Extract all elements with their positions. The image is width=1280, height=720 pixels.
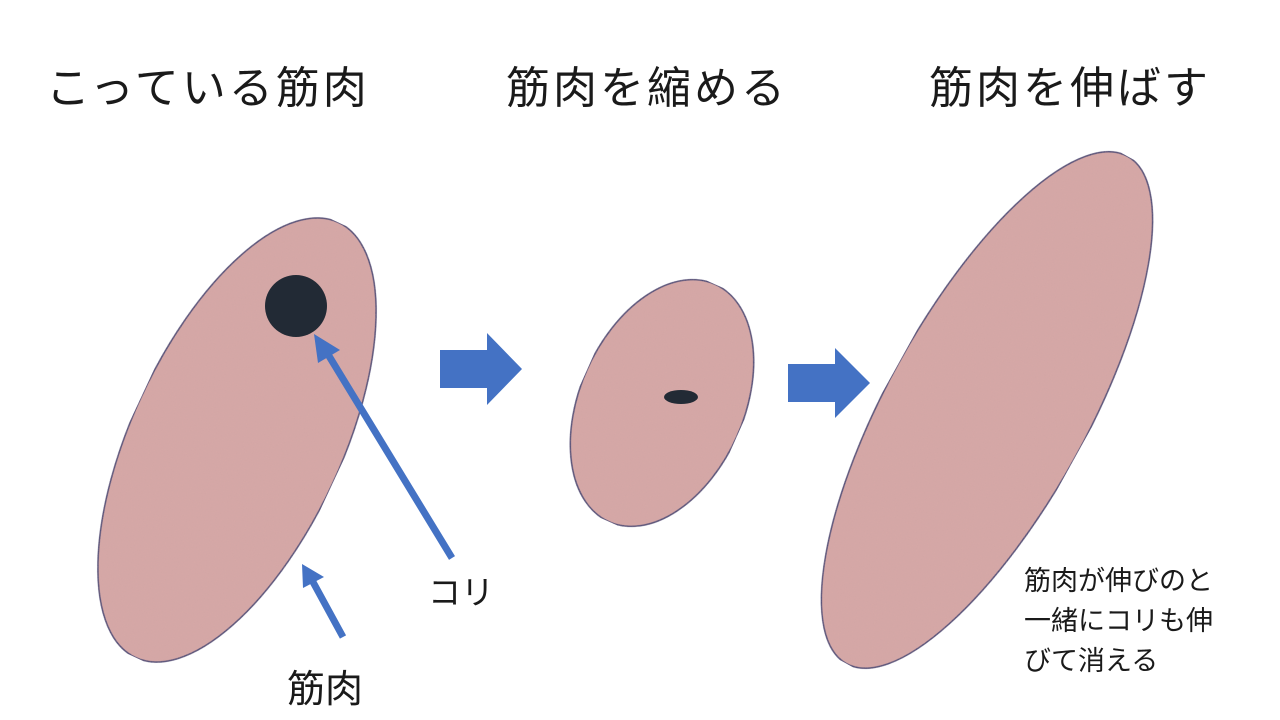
knot-pointer-arrow bbox=[314, 334, 455, 560]
muscle-label: 筋肉 bbox=[287, 667, 364, 711]
note-line-2: 一緒にコリも伸 bbox=[1024, 606, 1213, 637]
transition-arrow-1 bbox=[440, 333, 522, 405]
title-stiff-muscle: こっている筋肉 bbox=[46, 63, 370, 114]
transition-arrow-2 bbox=[788, 348, 870, 418]
muscle-contracted bbox=[569, 278, 755, 528]
title-contract-muscle: 筋肉を縮める bbox=[506, 63, 788, 114]
muscle-pointer-arrow bbox=[302, 564, 347, 639]
explanation-note: 筋肉が伸びのと 一緒にコリも伸 びて消える bbox=[1024, 562, 1264, 682]
note-line-1: 筋肉が伸びのと bbox=[1024, 566, 1213, 597]
knot-small bbox=[664, 390, 698, 404]
muscle-stretched bbox=[820, 151, 1154, 669]
knot-label: コリ bbox=[428, 573, 494, 612]
note-line-3: びて消える bbox=[1024, 646, 1159, 677]
knot-large bbox=[265, 275, 327, 337]
muscle-stiff bbox=[97, 217, 377, 663]
title-stretch-muscle: 筋肉を伸ばす bbox=[929, 63, 1211, 114]
